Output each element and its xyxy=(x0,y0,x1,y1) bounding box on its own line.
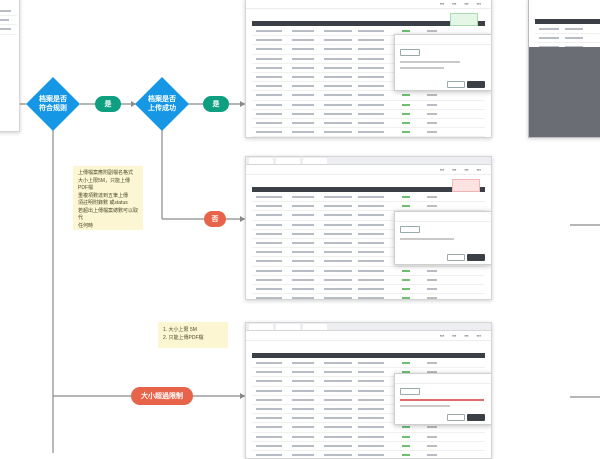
table-header xyxy=(252,353,485,358)
choose-file-button[interactable] xyxy=(400,226,420,233)
table-row xyxy=(252,294,485,299)
table-row xyxy=(535,25,600,35)
table-row xyxy=(252,202,485,212)
format-rule-5: 若超出上傳檔案總數可以取代 xyxy=(78,207,139,222)
yes-label-1: 是 xyxy=(95,96,121,112)
format-rule-4: 須註明附錄數 或status xyxy=(78,200,128,206)
app-bar: ▪▪▪▪▪▪▪▪▪▪▪▪ xyxy=(246,0,491,9)
table-row xyxy=(252,423,485,433)
browser-tab-strip xyxy=(246,323,491,331)
screenshot-after-upload xyxy=(528,0,600,138)
upload-modal xyxy=(394,373,491,425)
table-row xyxy=(252,276,485,285)
table-row xyxy=(252,451,485,458)
upload-modal-title xyxy=(395,35,491,45)
success-toast xyxy=(450,13,478,26)
page-title xyxy=(246,341,491,352)
size-limit-label: 大小超過限制 xyxy=(131,387,193,405)
table-row xyxy=(252,119,485,129)
upload-modal-title xyxy=(395,374,491,384)
yes-label-2: 是 xyxy=(203,96,229,112)
table-row xyxy=(252,368,485,378)
table-row xyxy=(252,359,485,369)
table-row xyxy=(252,110,485,119)
cancel-button[interactable] xyxy=(447,81,465,88)
table-row xyxy=(252,128,485,137)
screenshot-left-partial xyxy=(0,0,20,132)
archive-format-label-line2: 符合规则 xyxy=(39,104,67,112)
archive-upload-diamond-shape xyxy=(135,77,189,131)
table-row xyxy=(252,442,485,451)
size-rule-1: 1. 大小上限 5M xyxy=(163,327,197,333)
table-header xyxy=(252,21,485,26)
yes-label-2-text: 是 xyxy=(212,100,220,108)
error-toast xyxy=(452,179,480,192)
file-name-line xyxy=(400,238,454,240)
choose-file-button[interactable] xyxy=(400,49,420,56)
archive-format-label-line1: 档案是否 xyxy=(39,95,67,103)
file-name-line xyxy=(400,67,444,69)
table-row xyxy=(252,91,485,101)
format-rule-1: 上傳檔案應附副檔名格式 xyxy=(78,170,134,176)
confirm-button[interactable] xyxy=(467,414,485,421)
upload-modal-title xyxy=(395,212,491,222)
archive-format-diamond-shape xyxy=(26,77,80,131)
screenshot-size-exceeded: ▪▪▪▪▪▪▪▪▪▪▪▪ xyxy=(245,322,492,459)
table-row xyxy=(252,137,485,138)
format-rules-note: 上傳檔案應附副檔名格式 大小上限5M，只能上傳PDF檔 重複項數達到五筆上傳 須… xyxy=(73,166,143,230)
archive-upload-decision: 档案是否 上传成功 xyxy=(135,77,189,131)
choose-file-button[interactable] xyxy=(400,388,420,395)
screen-overlay xyxy=(529,47,600,137)
table-row xyxy=(252,101,485,110)
upload-modal xyxy=(394,211,491,265)
confirm-button[interactable] xyxy=(467,81,485,88)
size-limit-label-text: 大小超過限制 xyxy=(141,392,183,400)
table-row xyxy=(252,433,485,442)
table-header xyxy=(535,19,600,24)
browser-tab-strip xyxy=(246,157,491,165)
no-label-text: 否 xyxy=(211,215,219,223)
cancel-button[interactable] xyxy=(447,414,465,421)
no-label: 否 xyxy=(204,211,226,227)
app-bar: ▪▪▪▪▪▪▪▪▪▪▪▪ xyxy=(246,331,491,341)
format-rule-6: 任何時 xyxy=(78,222,94,229)
archive-upload-label-line1: 档案是否 xyxy=(148,95,176,103)
screenshot-upload-success: ▪▪▪▪▪▪▪▪▪▪▪▪ xyxy=(245,0,492,138)
table-row xyxy=(252,267,485,276)
size-rules-note: 1. 大小上限 5M 2. 只能上傳PDF檔 xyxy=(158,322,228,348)
page-title xyxy=(529,7,600,18)
file-name-line xyxy=(400,61,460,63)
size-error-message xyxy=(400,399,484,401)
size-rule-2: 2. 只能上傳PDF檔 xyxy=(163,334,204,341)
cancel-button[interactable] xyxy=(447,254,465,261)
screenshot-upload-failed: ▪▪▪▪▪▪▪▪▪▪▪▪ xyxy=(245,156,492,300)
archive-format-decision: 档案是否 符合规则 xyxy=(26,77,80,131)
table-row xyxy=(535,34,600,44)
table-row xyxy=(252,27,485,37)
upload-modal xyxy=(394,34,491,91)
yes-label-1-text: 是 xyxy=(104,100,112,108)
archive-upload-label-line2: 上传成功 xyxy=(148,104,176,112)
confirm-button[interactable] xyxy=(467,254,485,261)
file-name-line xyxy=(400,405,450,407)
format-rule-2: 大小上限5M，只能上傳PDF檔 xyxy=(78,177,130,192)
table-row xyxy=(252,193,485,203)
app-bar: ▪▪▪▪▪▪▪▪▪▪▪▪ xyxy=(246,165,491,175)
table-header xyxy=(252,187,485,192)
format-rule-3: 重複項數達到五筆上傳 xyxy=(78,192,129,199)
table-row xyxy=(252,285,485,295)
